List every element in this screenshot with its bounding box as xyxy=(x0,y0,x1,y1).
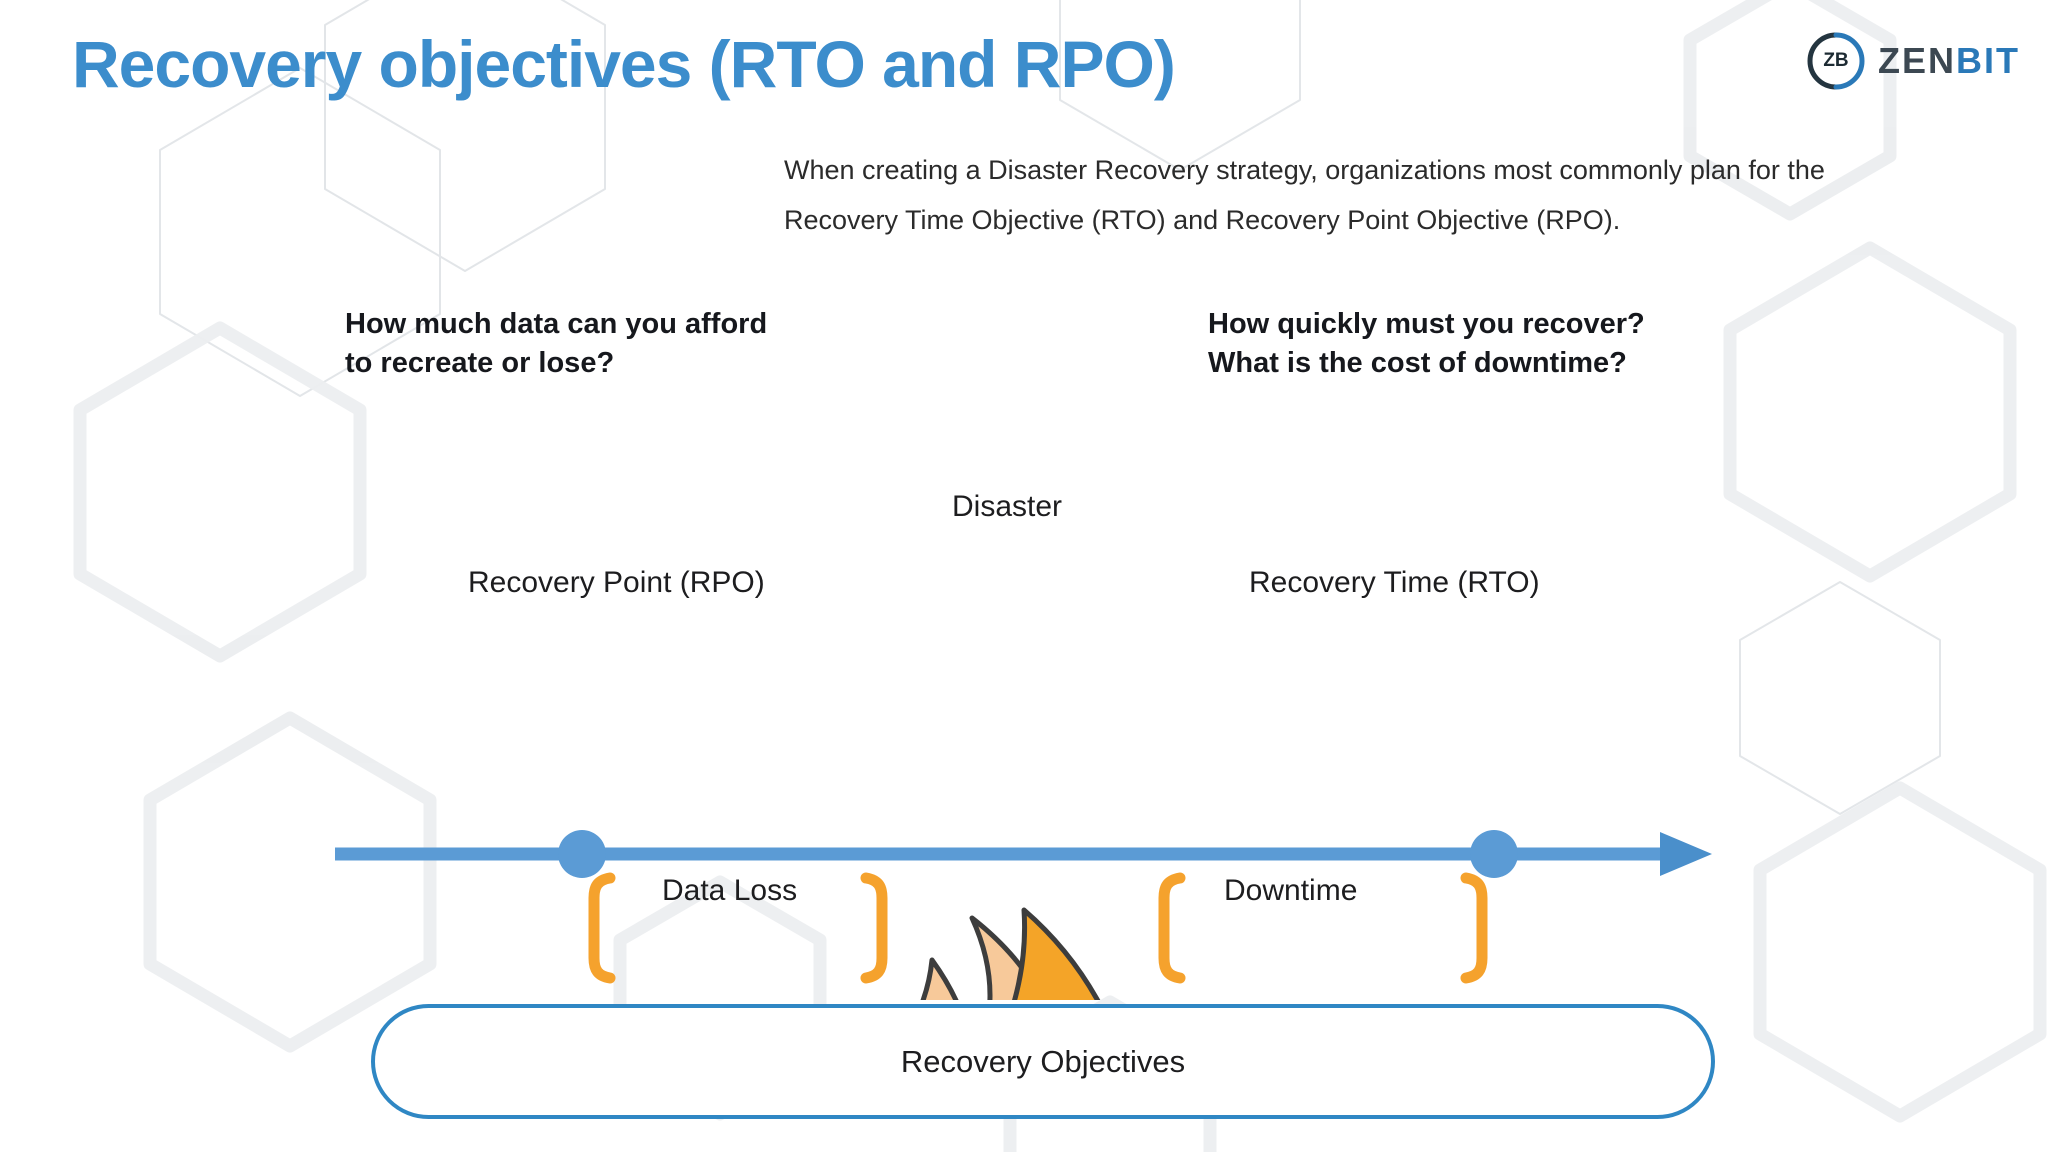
label-recovery-time: Recovery Time (RTO) xyxy=(1249,566,1540,599)
page-title: Recovery objectives (RTO and RPO) xyxy=(72,27,1176,101)
logo-word-zen: ZEN xyxy=(1878,40,1956,81)
bracket-left xyxy=(588,872,616,984)
logo-circle-icon: ZB xyxy=(1807,32,1865,90)
question-heading-left: How much data can you afford to recreate… xyxy=(345,308,768,379)
zenbit-logo: ZB ZENBIT xyxy=(1807,32,2020,90)
label-disaster: Disaster xyxy=(952,490,1063,523)
label-recovery-point: Recovery Point (RPO) xyxy=(468,566,765,599)
recovery-time-dot xyxy=(1470,830,1518,878)
logo-word-bit: BIT xyxy=(1956,40,2020,81)
question-heading-right: How quickly must you recover? What is th… xyxy=(1208,308,1645,379)
recovery-objectives-label: Recovery Objectives xyxy=(900,1043,1186,1079)
bracket-right xyxy=(1460,872,1488,984)
logo-wordmark: ZENBIT xyxy=(1878,40,2020,82)
bracket-left xyxy=(1158,872,1186,984)
downtime-bracket xyxy=(1158,872,1488,984)
label-data-loss: Data Loss xyxy=(662,874,798,907)
recovery-objectives-box: Recovery Objectives xyxy=(371,1004,1715,1119)
rto-rpo-timeline-diagram xyxy=(335,830,1712,1000)
recovery-point-dot xyxy=(558,830,606,878)
label-downtime: Downtime xyxy=(1224,874,1358,907)
disaster-flame-icon xyxy=(920,907,1101,1000)
data-loss-bracket xyxy=(588,872,888,984)
logo-initials: ZB xyxy=(1823,50,1849,71)
subtitle-paragraph: When creating a Disaster Recovery strate… xyxy=(784,155,1825,235)
timeline-axis xyxy=(335,832,1712,876)
bracket-right xyxy=(860,872,888,984)
